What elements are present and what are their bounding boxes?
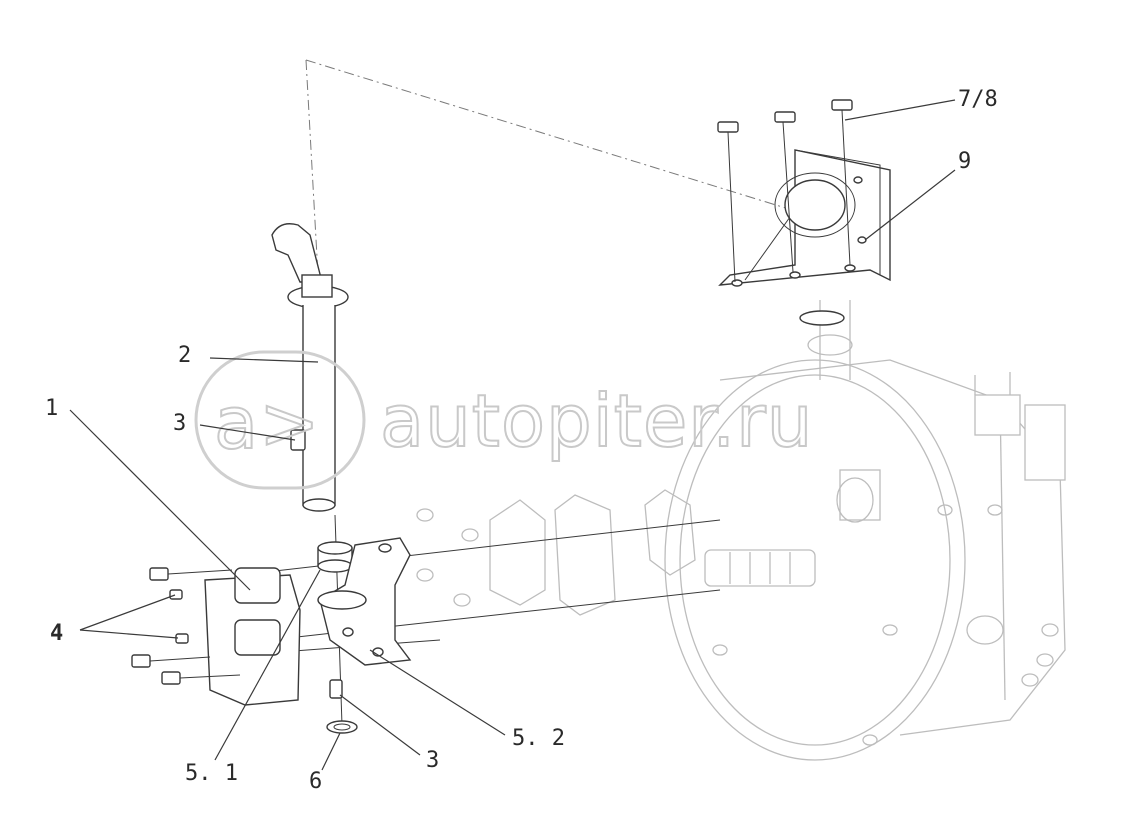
gear-lever-shaft <box>271 223 349 512</box>
gearbox-housing <box>416 300 1066 761</box>
watermark-logo: a> <box>214 381 320 465</box>
callout-5-1: 5. 1 <box>185 761 238 786</box>
callout-9: 9 <box>958 149 971 174</box>
callout-1: 1 <box>45 396 58 421</box>
watermark-text: autopiter.ru <box>380 379 813 463</box>
callout-6: 6 <box>309 769 322 794</box>
leader-lines <box>69 99 956 771</box>
mounting-bracket <box>718 149 891 326</box>
callout-7-8: 7/8 <box>958 87 998 112</box>
callout-labels: 1 2 3 3 4 5. 1 5. 2 6 7/8 9 <box>45 87 998 794</box>
watermark: a> autopiter.ru <box>194 350 813 490</box>
callout-4: 4 <box>50 621 63 646</box>
callout-3-upper: 3 <box>173 411 186 436</box>
callout-5-2: 5. 2 <box>512 726 565 751</box>
callout-3-lower: 3 <box>426 748 439 773</box>
bracket-bolts <box>717 99 853 283</box>
lower-assembly <box>131 537 412 734</box>
callout-2: 2 <box>178 343 191 368</box>
